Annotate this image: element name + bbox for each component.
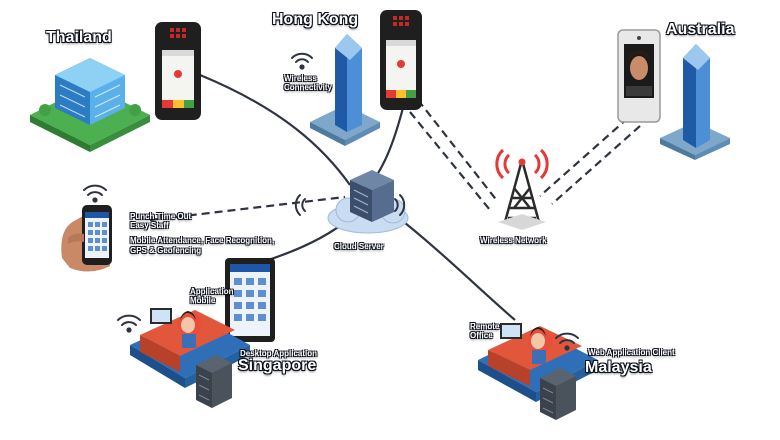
- label-application-mobile: Application Mobile: [190, 287, 234, 305]
- wireless-text: Wireless: [284, 74, 317, 83]
- australia-face-terminal: [617, 29, 661, 123]
- link-australia-tower-a: [539, 117, 629, 197]
- label-phone-features: Punch Time Out Easy Staff Mobile Attenda…: [130, 212, 274, 255]
- tablet-device: [225, 258, 275, 342]
- label-cloud-server: Cloud Server: [334, 242, 384, 251]
- cloud-server: [327, 170, 409, 234]
- wifi-icon-phone: [83, 184, 107, 203]
- label-thailand: Thailand: [46, 29, 112, 46]
- application-text: Application: [190, 287, 234, 296]
- office-text: Office: [470, 331, 493, 341]
- label-desktop-application: Desktop Application: [240, 349, 318, 358]
- mobile-phone: [61, 205, 112, 272]
- hongkong-terminal: [380, 10, 422, 110]
- wifi-icon-malaysia: [555, 332, 579, 351]
- phone-line-4: GPS & Geofencing: [130, 245, 202, 255]
- phone-line-3: Mobile Attendance, Face Recognition,: [130, 236, 275, 246]
- remote-text: Remote: [470, 322, 500, 331]
- australia-tower: [660, 44, 730, 160]
- label-wireless-connectivity: Wireless Connectivity: [284, 74, 332, 92]
- link-phone-server: [149, 195, 346, 222]
- wifi-icon-singapore: [117, 314, 141, 333]
- link-hk-tower-a: [417, 99, 499, 203]
- label-malaysia: Malaysia: [585, 359, 652, 376]
- connectivity-text: Connectivity: [284, 83, 333, 93]
- thailand-terminal: [155, 22, 201, 120]
- label-australia: Australia: [666, 21, 735, 38]
- link-server-malaysia: [394, 214, 516, 321]
- label-wireless-network: Wireless Network: [480, 236, 547, 245]
- label-web-application-client: Web Application Client: [588, 348, 675, 357]
- link-hongkong-server: [371, 99, 407, 183]
- phone-line-2: Easy Staff: [130, 221, 169, 231]
- hongkong-tower: [310, 34, 380, 146]
- link-australia-tower-b: [551, 125, 641, 205]
- connection-lines: [149, 73, 641, 321]
- wireless-network-tower: [495, 148, 549, 230]
- wifi-icon-hongkong: [291, 52, 313, 70]
- link-thailand-server: [199, 73, 351, 186]
- thailand-building: [30, 58, 150, 152]
- label-hong-kong: Hong Kong: [272, 11, 359, 28]
- phone-line-1: Punch Time Out: [130, 212, 192, 221]
- label-singapore: Singapore: [238, 357, 317, 374]
- label-remote-office: Remote Office: [470, 322, 499, 340]
- mobile-text: Mobile: [190, 296, 216, 306]
- singapore-office: [130, 308, 250, 408]
- link-hk-tower-b: [409, 111, 491, 211]
- wifi-icon-server: [294, 194, 406, 216]
